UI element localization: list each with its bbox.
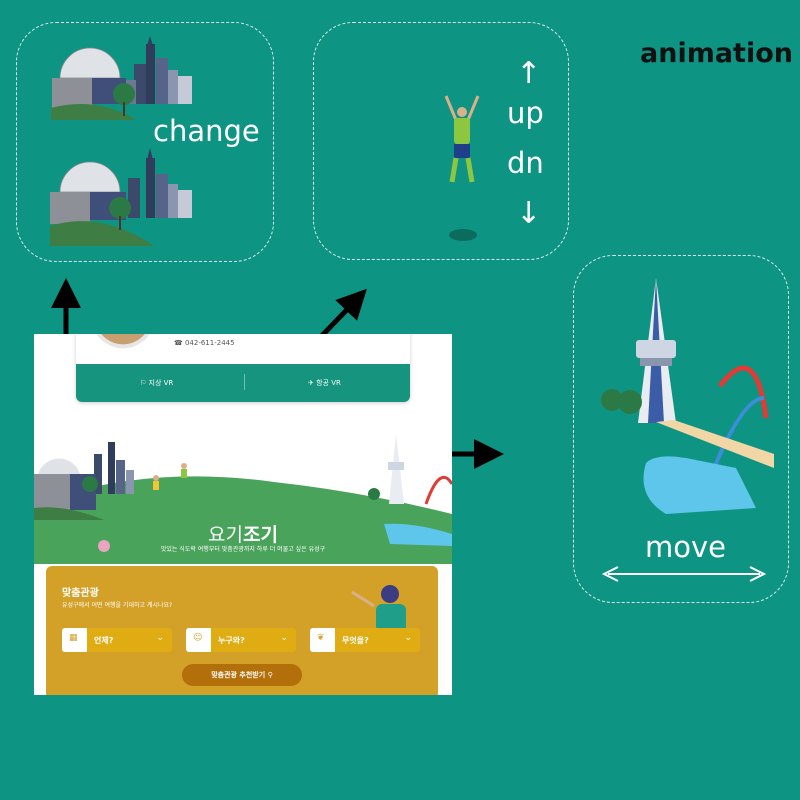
tour-subheading: 유성구에서 어떤 여행을 기대하고 계시나요?: [62, 602, 173, 609]
vr-button-bar: ⚐ 지상 VR ✈ 항공 VR: [76, 364, 410, 402]
calendar-icon: ▦: [69, 633, 78, 643]
card-thumbnail: [96, 334, 150, 349]
jumping-person-illustration: [444, 95, 480, 183]
ground-vr-button[interactable]: ⚐ 지상 VR: [140, 379, 174, 387]
airplane-icon: ✈: [308, 379, 314, 387]
cityscape-illustration-bottom: [50, 148, 192, 246]
tower-bridge-illustration: [601, 278, 774, 514]
tour-heading: 맞춤관광: [62, 588, 99, 599]
when-select[interactable]: ▦ 언제? ⌄: [62, 628, 172, 652]
search-icon: ⚲: [267, 671, 273, 679]
chevron-down-icon: ⌄: [156, 633, 164, 643]
horizontal-double-arrow-icon: [601, 566, 767, 582]
custom-tour-section: 맞춤관광 유성구에서 어떤 여행을 기대하고 계시나요? ▦ 언제? ⌄ ☺ 누…: [46, 566, 438, 695]
animation-title: animation: [640, 38, 793, 69]
phone-number: ☎ 042-611-2445: [174, 339, 235, 347]
smile-icon: ☺: [193, 633, 203, 643]
chevron-down-icon: ⌄: [280, 633, 288, 643]
updown-animation-box: [313, 22, 569, 260]
move-label: move: [645, 530, 726, 564]
hero-tagline: 맛있는 식도락 여행부터 맞춤관광까지 하루 더 머물고 싶은 유성구: [160, 546, 326, 553]
woman-waving-illustration: [351, 585, 406, 632]
signpost-icon: ⚐: [140, 379, 147, 387]
hero-title: 요기조기: [208, 524, 278, 546]
shadow-ellipse: [449, 229, 477, 241]
down-arrow-icon: ↓: [516, 196, 542, 231]
divider: [244, 374, 245, 390]
hero-landscape: [34, 434, 452, 564]
up-label: up: [507, 96, 544, 130]
move-animation-box: [573, 255, 789, 603]
website-preview-panel: ☎ 042-611-2445 ⚐ 지상 VR ✈ 항공 VR: [34, 334, 452, 695]
chevron-down-icon: ⌄: [404, 633, 412, 643]
change-animation-box: [16, 22, 274, 262]
cityscape-illustration-top: [51, 36, 192, 120]
dn-label: dn: [507, 146, 544, 180]
up-arrow-icon: ↑: [516, 56, 542, 91]
who-select[interactable]: ☺ 누구와? ⌄: [186, 628, 296, 652]
leaf-icon: ❦: [317, 633, 325, 643]
recommend-button[interactable]: 맞춤관광 추천받기 ⚲: [182, 664, 302, 686]
air-vr-button[interactable]: ✈ 항공 VR: [308, 379, 341, 387]
change-label: change: [153, 114, 260, 148]
phone-icon: ☎: [174, 339, 183, 347]
what-select[interactable]: ❦ 무엇을? ⌄: [310, 628, 420, 652]
